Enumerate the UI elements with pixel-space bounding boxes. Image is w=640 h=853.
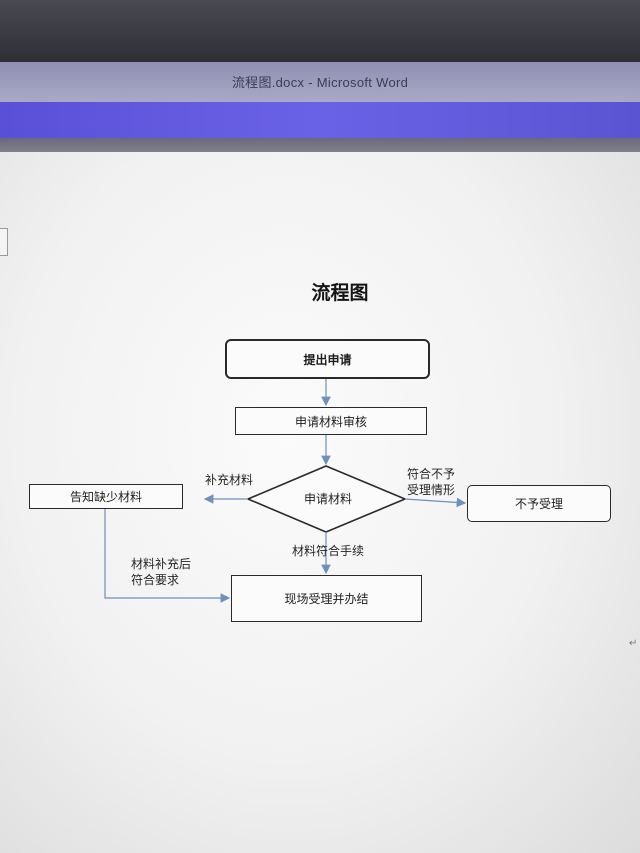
- document-title: 流程图: [311, 282, 369, 304]
- node-onsite-handle: 现场受理并办结: [231, 575, 422, 622]
- ruler-marker[interactable]: [0, 228, 8, 256]
- monitor-bezel: [0, 0, 640, 62]
- node-decision-label: 申请材料: [303, 492, 352, 506]
- edge-label-not-meet-line1: 符合不予: [407, 467, 456, 481]
- node-submit-application: 提出申请: [225, 339, 430, 379]
- ribbon-toolbar[interactable]: [0, 102, 640, 138]
- edge-label-after-line1: 材料补充后: [131, 557, 192, 571]
- arrow-notify-to-handle: [104, 509, 231, 603]
- edge-label-after-supplement: 材料补充后 符合要求: [131, 556, 191, 588]
- edge-label-not-meet-line2: 受理情形: [407, 483, 456, 497]
- window-title-bar[interactable]: [0, 62, 640, 102]
- edge-label-after-line2: 符合要求: [131, 573, 180, 587]
- arrow-decision-to-reject: [404, 497, 467, 508]
- paragraph-mark: ↵: [629, 638, 638, 649]
- edge-label-supplement: 补充材料: [205, 473, 254, 487]
- node-not-accepted: 不予受理: [467, 485, 611, 522]
- node-material-review: 申请材料审核: [235, 407, 427, 435]
- edge-label-not-meet: 符合不予 受理情形: [407, 466, 455, 498]
- edge-label-meets: 材料符合手续: [292, 544, 365, 558]
- window-title: 流程图.docx - Microsoft Word: [231, 75, 409, 90]
- node-notify-missing: 告知缺少材料: [29, 484, 183, 509]
